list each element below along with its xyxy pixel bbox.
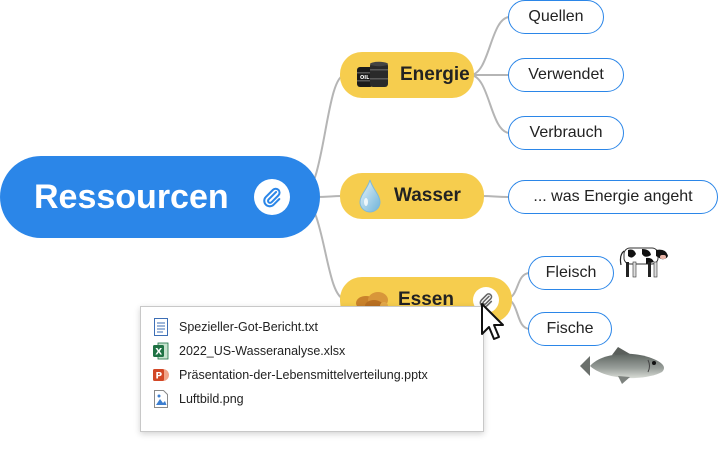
branch-label-essen: Essen bbox=[398, 289, 454, 310]
powerpoint-file-icon: P bbox=[153, 366, 169, 384]
attachment-name: Spezieller-Got-Bericht.txt bbox=[179, 320, 318, 334]
leaf-label-energie-angeht: ... was Energie angeht bbox=[533, 188, 693, 205]
leaf-node-verwendet[interactable]: Verwendet bbox=[508, 58, 624, 92]
oil-barrel-icon: OIL bbox=[356, 61, 392, 89]
leaf-label-verwendet: Verwendet bbox=[528, 66, 604, 83]
leaf-label-verbrauch: Verbrauch bbox=[529, 124, 603, 141]
root-label: Ressourcen bbox=[34, 177, 229, 216]
leaf-node-fleisch[interactable]: Fleisch bbox=[528, 256, 614, 290]
root-node-ressourcen[interactable]: Ressourcen bbox=[0, 156, 320, 238]
branch-label-wasser: Wasser bbox=[394, 185, 461, 206]
attachment-name: 2022_US-Wasseranalyse.xlsx bbox=[179, 344, 346, 358]
branch-node-wasser[interactable]: Wasser bbox=[340, 173, 484, 219]
attachment-item[interactable]: P Präsentation-der-Lebensmittelverteilun… bbox=[153, 365, 428, 385]
attachment-item[interactable]: X 2022_US-Wasseranalyse.xlsx bbox=[153, 341, 345, 361]
svg-text:OIL: OIL bbox=[360, 75, 370, 81]
branch-label-energie: Energie bbox=[400, 64, 470, 85]
mouse-pointer-icon bbox=[481, 303, 504, 340]
fish-image bbox=[580, 347, 664, 384]
leaf-label-fleisch: Fleisch bbox=[545, 264, 597, 281]
image-file-icon bbox=[153, 390, 169, 408]
svg-text:P: P bbox=[156, 372, 163, 382]
excel-file-icon: X bbox=[153, 342, 169, 360]
attachment-item[interactable]: Luftbild.png bbox=[153, 389, 244, 409]
leaf-node-energie-angeht[interactable]: ... was Energie angeht bbox=[508, 180, 718, 214]
attachment-name: Luftbild.png bbox=[179, 392, 244, 406]
leaf-label-quellen: Quellen bbox=[528, 8, 584, 25]
text-file-icon bbox=[153, 318, 169, 336]
leaf-node-verbrauch[interactable]: Verbrauch bbox=[508, 116, 624, 150]
svg-text:X: X bbox=[155, 348, 162, 358]
cow-image bbox=[619, 247, 668, 278]
leaf-node-fische[interactable]: Fische bbox=[528, 312, 612, 346]
paperclip-icon[interactable] bbox=[254, 179, 290, 215]
leaf-node-quellen[interactable]: Quellen bbox=[508, 0, 604, 34]
leaf-label-fische: Fische bbox=[546, 320, 594, 337]
attachment-item[interactable]: Spezieller-Got-Bericht.txt bbox=[153, 317, 318, 337]
attachments-popup: Spezieller-Got-Bericht.txt X 2022_US-Was… bbox=[140, 306, 484, 432]
branch-node-energie[interactable]: OIL Energie bbox=[340, 52, 474, 98]
attachment-name: Präsentation-der-Lebensmittelverteilung.… bbox=[179, 368, 428, 382]
water-drop-icon bbox=[358, 179, 382, 213]
